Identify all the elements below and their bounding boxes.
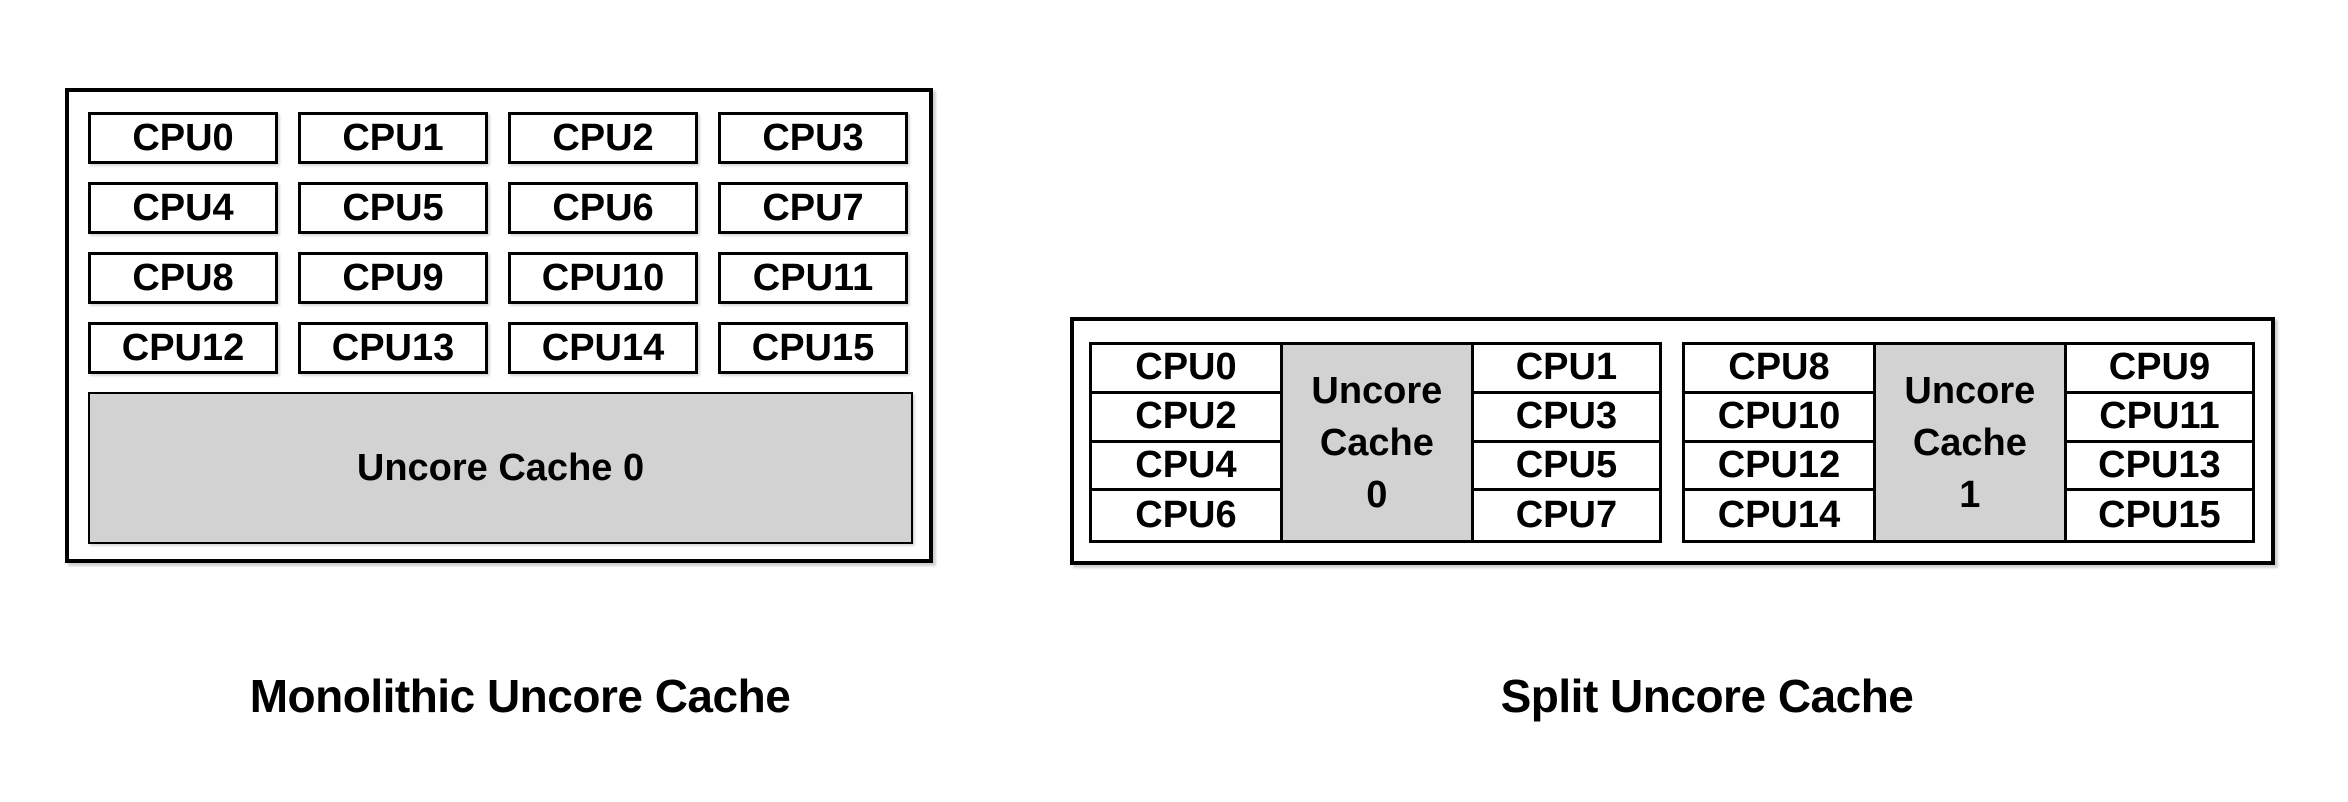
cpu-cell: CPU0: [1092, 345, 1283, 394]
cache-label-line: Cache: [1912, 421, 2027, 464]
cpu-box: CPU8: [88, 252, 278, 304]
cpu-cell: CPU1: [1473, 345, 1659, 394]
cpu-box: CPU2: [508, 112, 698, 164]
uncore-cache-0-cell: Uncore Cache 0: [1282, 345, 1474, 540]
cpu-box: CPU14: [508, 322, 698, 374]
cache-label-line: Uncore: [1311, 369, 1443, 412]
cpu-box: CPU5: [298, 182, 488, 234]
cpu-cell: CPU8: [1685, 345, 1876, 394]
cpu-box: CPU1: [298, 112, 488, 164]
cpu-box: CPU10: [508, 252, 698, 304]
cpu-cell: CPU7: [1473, 491, 1659, 540]
cache-label-line: Uncore: [1904, 369, 2036, 412]
cpu-box: CPU0: [88, 112, 278, 164]
cpu-box: CPU3: [718, 112, 908, 164]
cpu-box: CPU11: [718, 252, 908, 304]
cpu-box: CPU6: [508, 182, 698, 234]
cpu-cell: CPU12: [1685, 442, 1876, 492]
cpu-box: CPU12: [88, 322, 278, 374]
uncore-cache-0-box: Uncore Cache 0: [88, 392, 913, 544]
uncore-cache-1-cell: Uncore Cache 1: [1875, 345, 2067, 540]
cpu-box: CPU13: [298, 322, 488, 374]
split-diagram: CPU0 CPU2 CPU4 CPU6 Uncore Cache 0 CPU1 …: [1070, 317, 2275, 565]
cpu-box: CPU9: [298, 252, 488, 304]
cpu-cell: CPU2: [1092, 393, 1283, 443]
cpu-cell: CPU9: [2066, 345, 2252, 394]
cpu-cell: CPU4: [1092, 442, 1283, 492]
cpu-grid: CPU0 CPU1 CPU2 CPU3 CPU4 CPU5 CPU6 CPU7 …: [69, 92, 929, 374]
cpu-box: CPU4: [88, 182, 278, 234]
cache-label-line: 1: [1959, 473, 1981, 516]
cpu-cell: CPU3: [1473, 393, 1659, 443]
cpu-cell: CPU6: [1092, 491, 1283, 540]
cpu-cell: CPU15: [2066, 491, 2252, 540]
cpu-cell: CPU11: [2066, 393, 2252, 443]
cpu-box: CPU15: [718, 322, 908, 374]
cache-label-line: 0: [1366, 473, 1388, 516]
cpu-box: CPU7: [718, 182, 908, 234]
monolithic-diagram: CPU0 CPU1 CPU2 CPU3 CPU4 CPU5 CPU6 CPU7 …: [65, 88, 933, 563]
cpu-cell: CPU5: [1473, 442, 1659, 492]
split-group-0: CPU0 CPU2 CPU4 CPU6 Uncore Cache 0 CPU1 …: [1089, 342, 1662, 543]
cpu-cell: CPU13: [2066, 442, 2252, 492]
split-caption: Split Uncore Cache: [1500, 670, 1914, 722]
cpu-cell: CPU14: [1685, 491, 1876, 540]
cpu-cell: CPU10: [1685, 393, 1876, 443]
split-group-1: CPU8 CPU10 CPU12 CPU14 Uncore Cache 1 CP…: [1682, 342, 2255, 543]
monolithic-caption: Monolithic Uncore Cache: [249, 670, 791, 722]
cache-label-line: Cache: [1319, 421, 1434, 464]
